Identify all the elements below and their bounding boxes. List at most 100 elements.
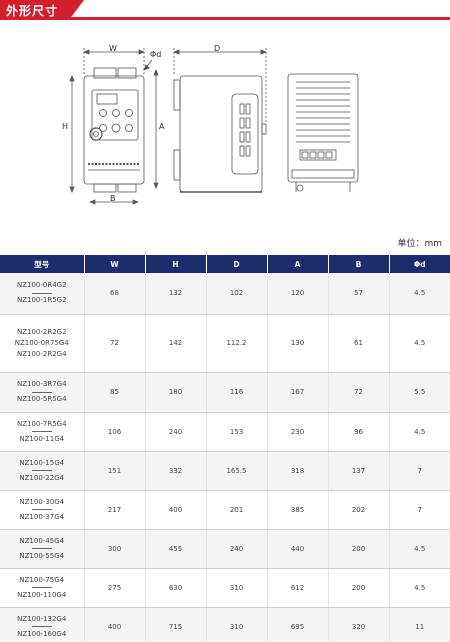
model-range-dash <box>0 430 84 434</box>
cell-phi: 4.5 <box>389 412 450 452</box>
model-name: NZ100-75G4 <box>19 575 65 584</box>
cell-b: 202 <box>328 490 390 530</box>
cell-h: 180 <box>145 372 207 413</box>
cell-d: 165.5 <box>206 451 268 491</box>
unit-label: 单位：mm <box>397 239 442 249</box>
header-b: B <box>328 255 390 273</box>
cell-d: 310 <box>206 568 268 608</box>
dash-rule <box>31 292 52 294</box>
model-range-dash <box>0 625 84 629</box>
label-d: D <box>214 44 221 53</box>
model-name: NZ100-30G4 <box>19 497 65 506</box>
model-range-dash <box>0 291 84 295</box>
cell-w: 106 <box>84 412 146 452</box>
model-name: NZ100-11G4 <box>19 434 65 443</box>
rear-view <box>287 73 359 192</box>
model-range-dash <box>0 390 84 394</box>
table-header-row: 型号 W H D A B Φd <box>0 255 450 273</box>
cell-phi: 4.5 <box>389 529 450 569</box>
cell-w: 72 <box>84 314 146 373</box>
dash-rule <box>31 391 52 393</box>
header-d: D <box>206 255 268 273</box>
cell-a: 695 <box>267 607 329 642</box>
cell-w: 300 <box>84 529 146 569</box>
header-w: W <box>84 255 146 273</box>
cell-phi: 4.5 <box>389 273 450 315</box>
model-range-dash <box>0 586 84 590</box>
model-name: NZ100-5R5G4 <box>16 395 67 403</box>
dimension-drawings: W Φd D H A B <box>0 30 450 210</box>
header-tab <box>0 0 84 20</box>
header-phi: Φd <box>389 255 450 273</box>
cell-b: 61 <box>328 314 390 373</box>
header-h: H <box>145 255 207 273</box>
cell-h: 142 <box>145 314 207 373</box>
cell-b: 320 <box>328 607 390 642</box>
cell-phi: 4.5 <box>389 568 450 608</box>
cell-d: 240 <box>206 529 268 569</box>
dash-rule <box>31 431 52 432</box>
cell-b: 57 <box>328 273 390 315</box>
cell-phi: 7 <box>389 451 450 491</box>
header-model: 型号 <box>0 255 85 273</box>
model-name: NZ100-7R5G4 <box>16 419 67 428</box>
model-name: NZ100-1R5G2 <box>16 296 67 305</box>
front-view <box>69 48 159 205</box>
cell-w: 400 <box>84 607 146 642</box>
cell-a: 130 <box>267 314 329 373</box>
cell-w: 217 <box>84 490 146 530</box>
model-name: NZ100-110G4 <box>17 590 67 599</box>
dash-rule <box>31 548 52 549</box>
model-name: NZ100-0R4G2 <box>16 281 67 290</box>
cell-h: 715 <box>145 607 207 642</box>
model-name: NZ100-160G4 <box>17 629 67 638</box>
model-range-dash <box>0 547 84 551</box>
cell-a: 120 <box>267 273 329 315</box>
model-name: NZ100-15G4 <box>19 458 65 467</box>
model-name: NZ100-3R7G4 <box>16 380 67 388</box>
cell-phi: 5.5 <box>389 372 450 413</box>
header-a: A <box>267 255 329 273</box>
model-name: NZ100-0R75G4 <box>14 338 69 347</box>
cell-d: 116 <box>206 372 268 413</box>
side-view <box>172 48 268 193</box>
model-range-dash <box>0 508 84 512</box>
cell-w: 68 <box>84 273 146 315</box>
cell-d: 102 <box>206 273 268 315</box>
cell-a: 167 <box>267 372 329 413</box>
label-b: B <box>110 194 116 203</box>
cell-a: 612 <box>267 568 329 608</box>
drawing-svg <box>69 48 359 205</box>
header-underline <box>60 17 450 20</box>
model-name: NZ100-2R2G4 <box>16 349 67 358</box>
cell-d: 310 <box>206 607 268 642</box>
cell-b: 200 <box>328 529 390 569</box>
model-name: NZ100-22G4 <box>19 473 65 482</box>
cell-a: 230 <box>267 412 329 452</box>
cell-h: 630 <box>145 568 207 608</box>
label-h: H <box>62 122 69 131</box>
cell-b: 137 <box>328 451 390 491</box>
model-name: NZ100-2R2G2 <box>16 327 67 336</box>
cell-b: 72 <box>328 372 390 413</box>
cell-h: 400 <box>145 490 207 530</box>
model-name: NZ100-45G4 <box>19 536 65 545</box>
cell-a: 318 <box>267 451 329 491</box>
section-header: 外形尺寸 <box>0 0 450 20</box>
cell-phi: 11 <box>389 607 450 642</box>
cell-w: 85 <box>84 372 146 413</box>
